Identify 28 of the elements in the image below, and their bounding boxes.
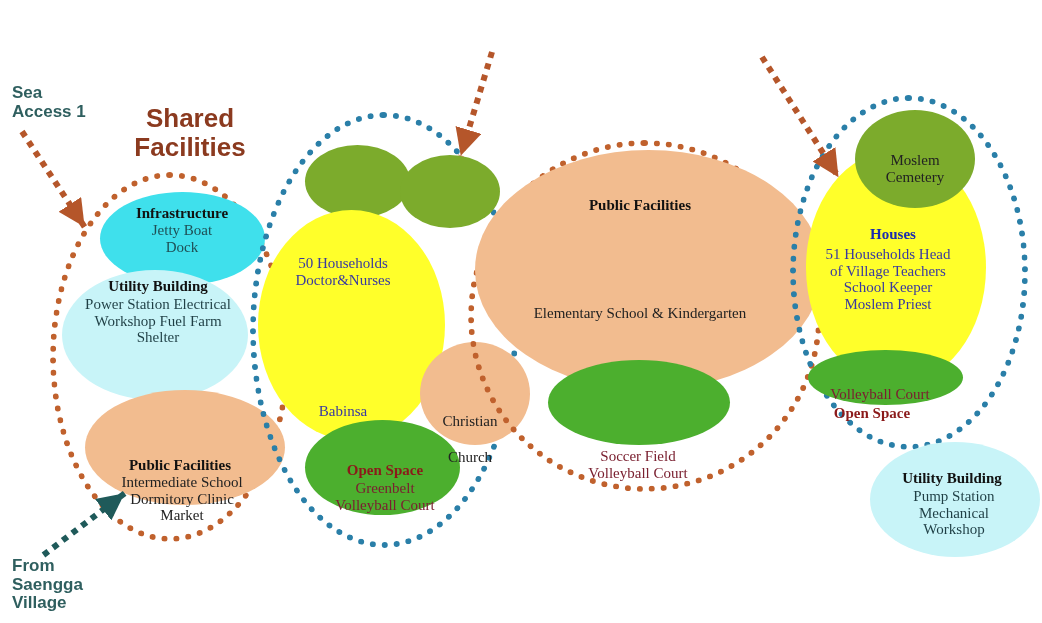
facility-heading: Public Facilities bbox=[127, 457, 233, 474]
cemetery-label: Moslem Cemetery bbox=[884, 152, 946, 185]
housing-list: 50 Households Doctor&Nurses bbox=[278, 255, 408, 288]
facility-heading: Infrastructure bbox=[134, 205, 230, 222]
access-label: Sea Access 1 bbox=[12, 84, 87, 122]
facility-list: Elementary School & Kindergarten bbox=[475, 305, 805, 322]
facility-list: Power Station Electrical Workshop Fuel Farm Shelter bbox=[83, 296, 233, 346]
facility-list: Intermediate School Dormitory Clinic Market bbox=[107, 474, 257, 524]
group-title: Shared Facilities bbox=[133, 104, 247, 162]
dotted-zone-ring bbox=[790, 95, 1028, 450]
facility-heading: Utility Building bbox=[107, 278, 209, 295]
facility-list: Pump Station Mechanical Workshop bbox=[899, 488, 1009, 538]
dotted-arrow bbox=[41, 490, 127, 558]
space-list: Greenbelt Volleyball Court bbox=[330, 480, 440, 513]
housing-note: Babinsa bbox=[317, 403, 369, 420]
facility-list: Jetty Boat Dock bbox=[142, 222, 222, 255]
space-heading: Open Space bbox=[345, 462, 425, 479]
housing-heading: Houses bbox=[869, 226, 917, 243]
facility-heading: Utility Building bbox=[901, 470, 1003, 487]
dotted-arrow bbox=[455, 51, 495, 157]
dotted-arrow bbox=[759, 55, 841, 179]
space-heading: Open Space bbox=[832, 405, 912, 422]
space-list: Soccer Field Volleyball Court bbox=[580, 448, 696, 481]
space-list: Volleyball Court bbox=[810, 386, 950, 403]
housing-list: 51 Households Head of Village Teachers School Keeper Moslem Priest bbox=[823, 246, 953, 312]
access-label: From Saengga Village bbox=[12, 557, 84, 614]
facility-heading: Public Facilities bbox=[587, 197, 693, 214]
dotted-arrow bbox=[19, 129, 88, 229]
